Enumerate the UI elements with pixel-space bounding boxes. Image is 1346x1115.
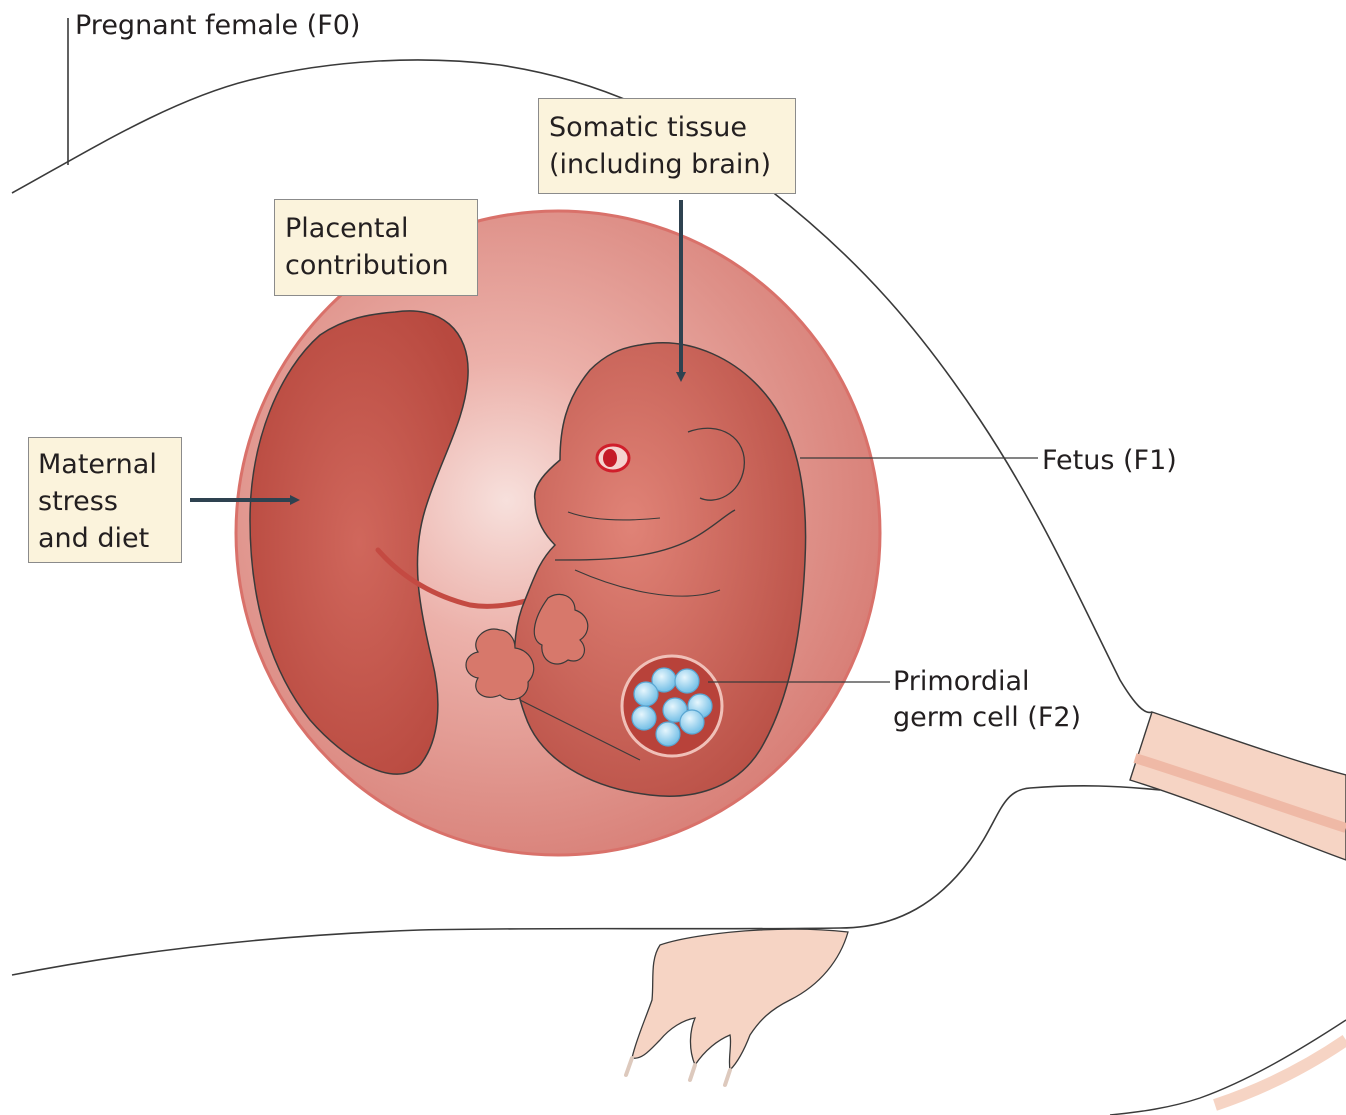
maternal-stress-box: Maternal stress and diet xyxy=(28,437,182,563)
fetus-label: Fetus (F1) xyxy=(1042,443,1177,479)
germ-cell-line-2: germ cell (F2) xyxy=(893,700,1081,736)
somatic-tissue-line-2: (including brain) xyxy=(549,146,795,183)
primordial-germ-cell-label: Primordial germ cell (F2) xyxy=(893,664,1081,736)
hind-leg xyxy=(1110,1020,1346,1115)
somatic-tissue-line-1: Somatic tissue xyxy=(549,109,795,146)
front-paw xyxy=(626,929,848,1085)
maternal-line-3: and diet xyxy=(38,520,181,557)
pregnant-female-label: Pregnant female (F0) xyxy=(75,8,360,44)
primordial-germ-cell-cluster xyxy=(622,656,722,756)
maternal-line-2: stress xyxy=(38,483,181,520)
somatic-tissue-box: Somatic tissue (including brain) xyxy=(538,98,796,194)
placental-contribution-box: Placental contribution xyxy=(274,199,478,296)
maternal-line-1: Maternal xyxy=(38,446,181,483)
tail xyxy=(1130,712,1346,860)
placental-line-2: contribution xyxy=(285,247,477,284)
placental-line-1: Placental xyxy=(285,210,477,247)
germ-cell-line-1: Primordial xyxy=(893,664,1081,700)
